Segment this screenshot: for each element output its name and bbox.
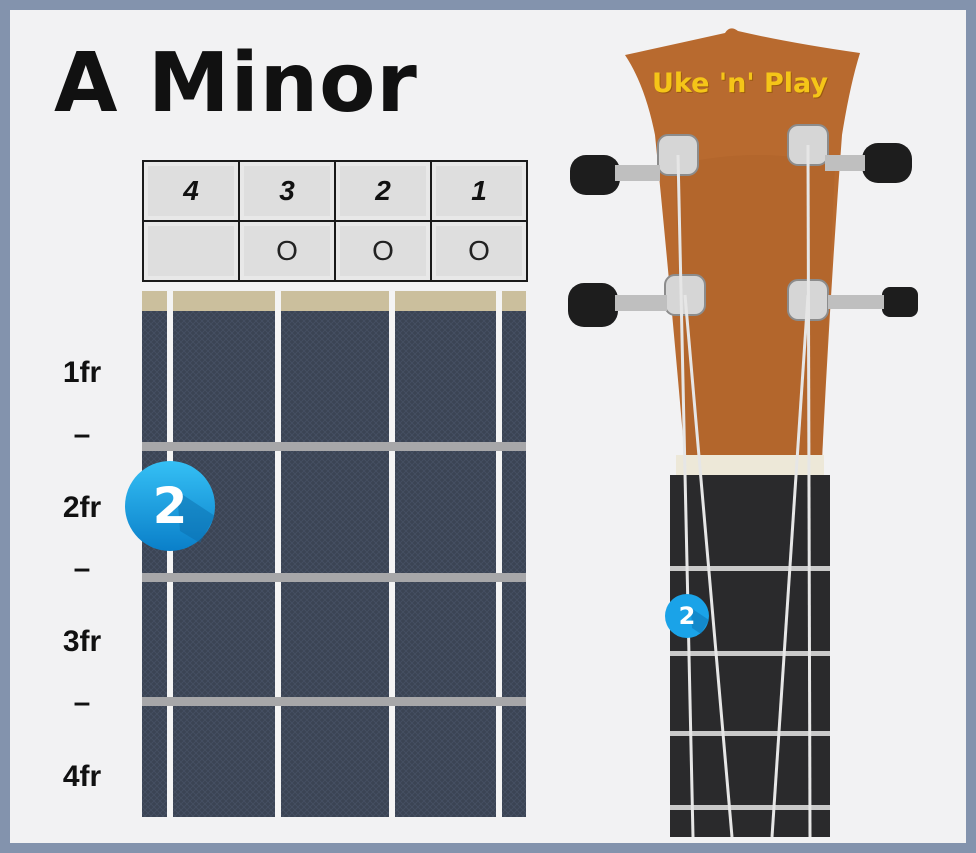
open-string-marker <box>142 220 240 282</box>
fret-wire <box>142 697 526 706</box>
ukulele-string <box>770 294 810 837</box>
fret-label: 3fr <box>62 625 102 658</box>
string-number: 2 <box>334 160 432 222</box>
string-number: 1 <box>430 160 528 222</box>
ukulele-photo <box>568 28 918 837</box>
fret-label: 1fr <box>62 356 102 389</box>
finger-number: 2 <box>678 602 696 630</box>
finger-circle-icon <box>665 594 709 638</box>
ukulele-nut <box>676 455 824 475</box>
string-line <box>496 291 502 817</box>
ukulele-string <box>683 294 734 837</box>
tuning-peg-button <box>862 143 912 183</box>
ukulele-fret <box>670 566 830 571</box>
open-string-marker: O <box>430 220 528 282</box>
ukulele-string <box>676 154 695 837</box>
ukulele-string <box>806 144 812 837</box>
tuning-peg-button <box>570 155 620 195</box>
chord-fretboard <box>142 291 526 817</box>
open-string-marker: O <box>238 220 336 282</box>
fretboard-surface <box>142 291 526 817</box>
chord-title: A Minor <box>54 36 418 131</box>
open-string-marker: O <box>334 220 432 282</box>
fret-separator: – <box>73 418 91 451</box>
ukulele-fret <box>670 805 830 810</box>
open-string-row: O O O <box>142 220 528 282</box>
brand-logo: Uke 'n' Play <box>651 68 829 99</box>
fret-separator: – <box>73 552 91 585</box>
finger-marker: 2 <box>125 461 215 551</box>
fret-label: 2fr <box>62 491 102 524</box>
string-line <box>275 291 281 817</box>
finger-circle-icon <box>125 461 215 551</box>
string-header-table: 4 3 2 1 O O O <box>142 160 528 282</box>
ukulele-fret <box>670 731 830 736</box>
ukulele-fret <box>670 651 830 656</box>
tuning-peg-button <box>568 283 618 327</box>
string-number: 4 <box>142 160 240 222</box>
string-line <box>167 291 173 817</box>
finger-marker-on-ukulele: 2 <box>665 594 709 638</box>
fret-separator: – <box>73 686 91 719</box>
tuning-peg-button <box>882 287 918 317</box>
fret-wire <box>142 442 526 451</box>
finger-number: 2 <box>152 477 188 535</box>
fret-label: 4fr <box>62 760 102 793</box>
nut <box>142 291 526 311</box>
string-number: 3 <box>238 160 336 222</box>
fret-wire <box>142 573 526 582</box>
string-number-row: 4 3 2 1 <box>142 160 528 222</box>
string-line <box>389 291 395 817</box>
